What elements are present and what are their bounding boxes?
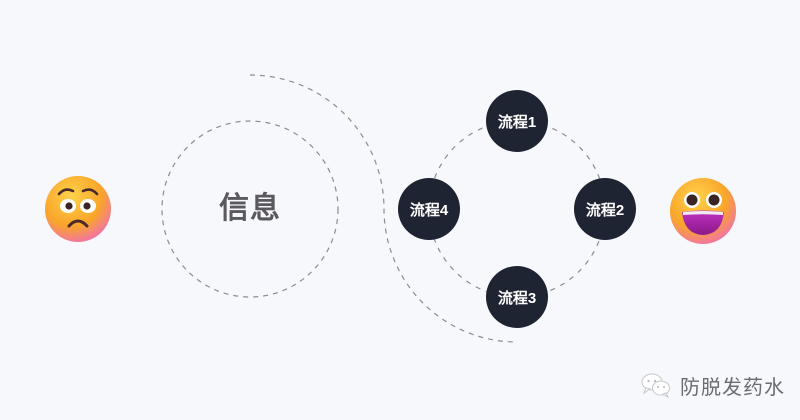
info-label: 信息: [219, 192, 281, 225]
watermark-text: 防脱发药水: [680, 376, 785, 399]
wechat-icon: [641, 373, 670, 398]
process-node-2[interactable]: 流程2: [574, 178, 636, 240]
process-node-1[interactable]: 流程1: [486, 90, 548, 152]
worried-face-icon: [45, 176, 111, 242]
process-node-3[interactable]: 流程3: [486, 266, 548, 328]
grinning-face-icon: [670, 178, 736, 244]
info-circle: [161, 120, 339, 298]
s-curve-arc: [249, 74, 518, 343]
watermark: 防脱发药水: [640, 370, 785, 400]
process-node-4[interactable]: 流程4: [398, 178, 460, 240]
